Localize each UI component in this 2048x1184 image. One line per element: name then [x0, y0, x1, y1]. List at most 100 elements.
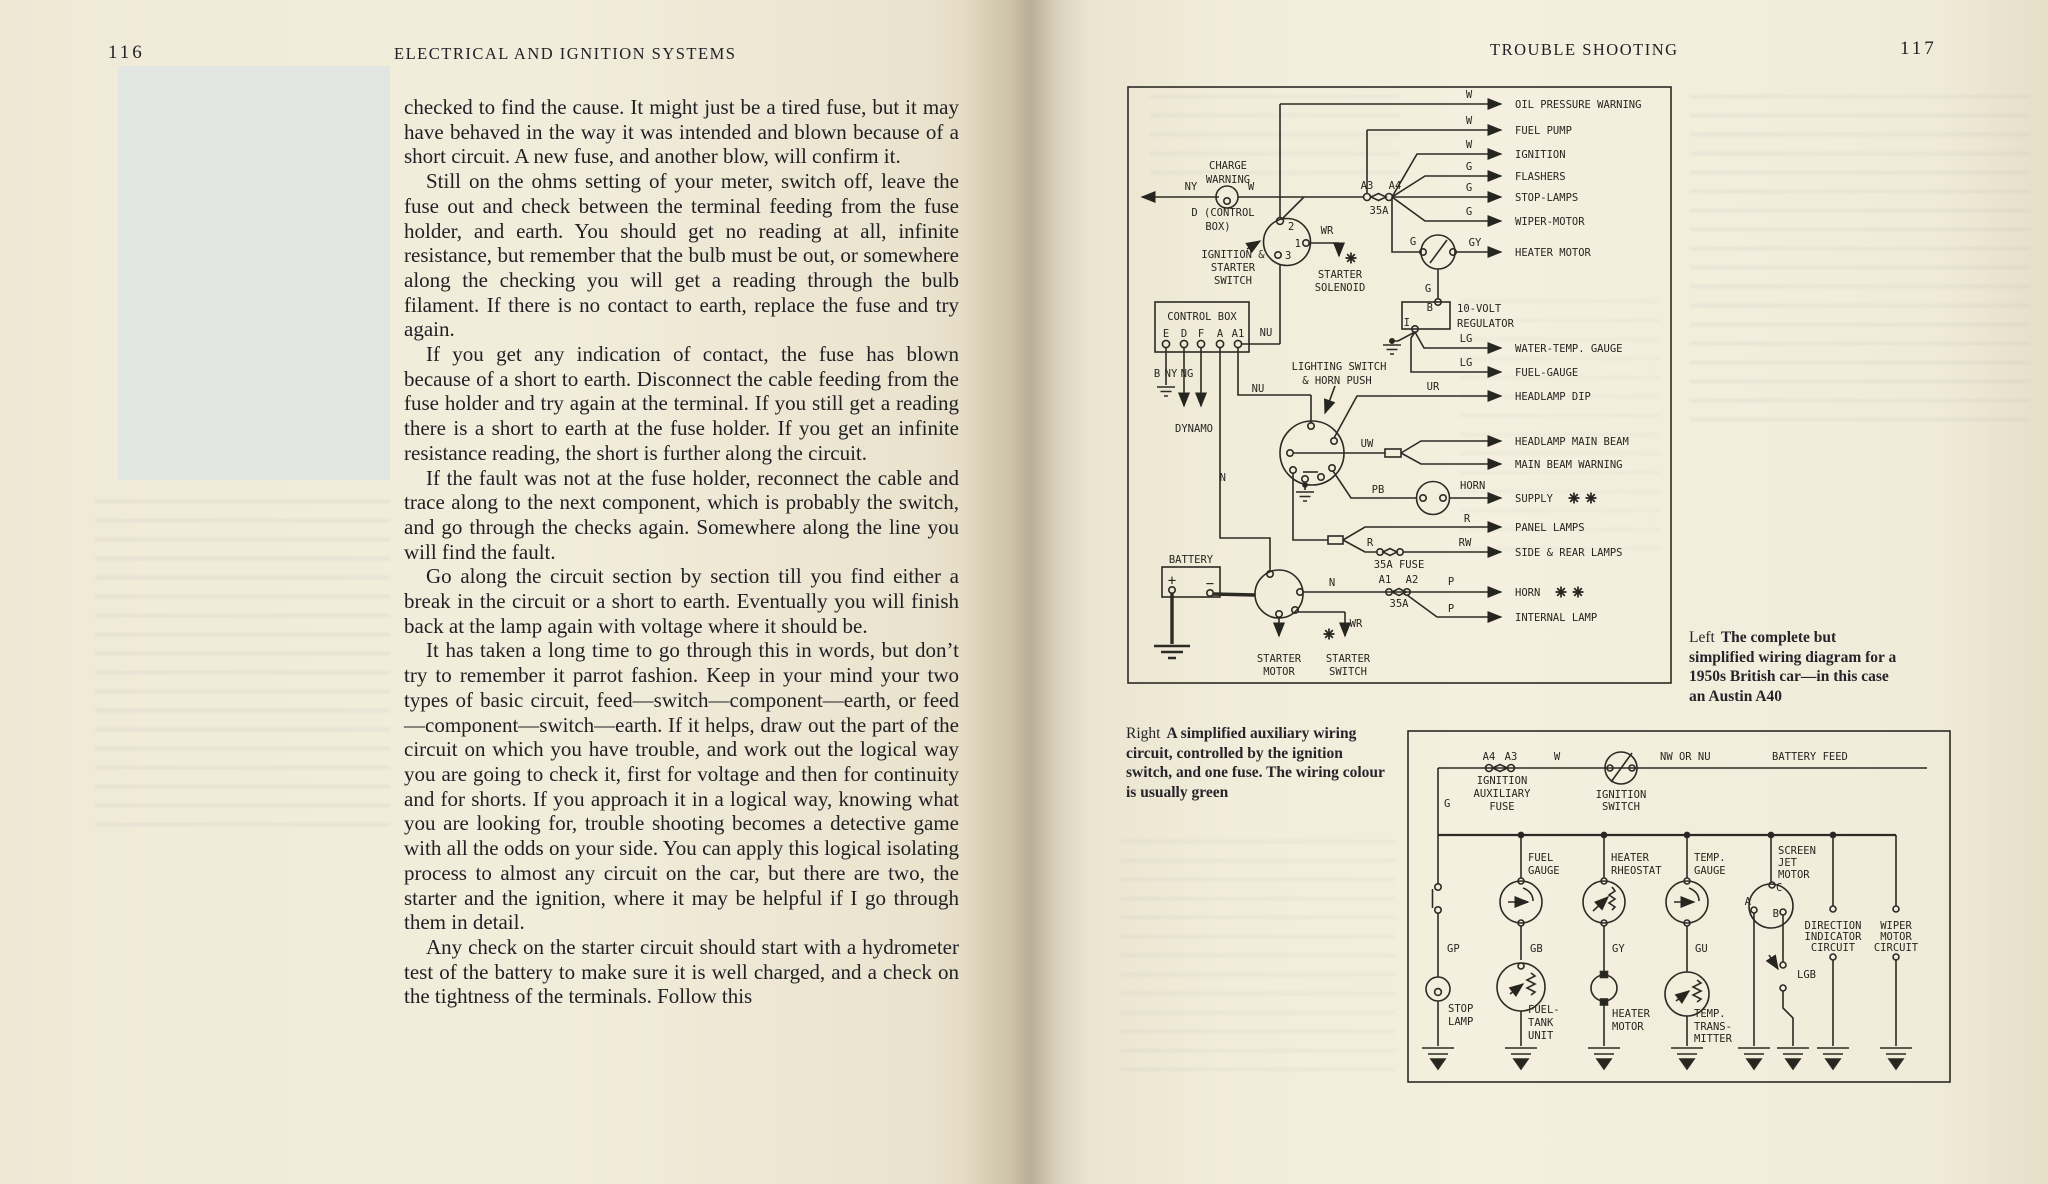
earth-symbol — [1505, 1047, 1537, 1071]
diagram-label: MITTER — [1694, 1033, 1733, 1045]
page-number-left: 116 — [108, 42, 145, 63]
diagram-label: HEADLAMP DIP — [1515, 391, 1591, 403]
diagram-label: A — [1745, 896, 1752, 908]
diagram-label: A2 — [1406, 574, 1419, 586]
diagram-label: TANK — [1528, 1017, 1554, 1029]
earth-symbol — [1422, 1047, 1454, 1071]
diagram-label: FUSE — [1489, 801, 1514, 813]
diagram-label: A3 — [1361, 180, 1374, 192]
diagram-label: FUEL PUMP — [1515, 125, 1572, 137]
diagram-label: W — [1466, 115, 1473, 127]
diagram-label: WR — [1321, 225, 1334, 237]
asterisk-icon — [1345, 252, 1357, 264]
diagram-label: FUEL — [1528, 852, 1553, 864]
diagram-label: FLASHERS — [1515, 171, 1566, 183]
diagram-label: HEADLAMP MAIN BEAM — [1515, 436, 1629, 448]
diagram-label: STARTER — [1318, 269, 1363, 281]
diagram-label: HORN — [1460, 480, 1485, 492]
diagram-label: PB — [1372, 484, 1385, 496]
diagram-label: UNIT — [1528, 1030, 1554, 1042]
diagram-label: STOP-LAMPS — [1515, 192, 1578, 204]
diagram-label: IGNITION — [1477, 775, 1528, 787]
diagram-label: STARTER — [1257, 653, 1302, 665]
diagram-label: DIRECTION — [1805, 920, 1862, 932]
diagram-label: SWITCH — [1329, 666, 1367, 678]
diagram-label: SIDE & REAR LAMPS — [1515, 547, 1622, 559]
diagram-label: CIRCUIT — [1811, 942, 1856, 954]
diagram-label: HORN — [1515, 587, 1540, 599]
paragraph: checked to find the cause. It might just… — [404, 95, 959, 169]
diagram-label: UR — [1427, 381, 1440, 393]
diagram-label: C — [1776, 882, 1782, 894]
diagram-label: LGB — [1797, 969, 1816, 981]
diagram-label: F — [1198, 328, 1204, 340]
diagram-label: SWITCH — [1214, 275, 1252, 287]
diagram-label: CONTROL BOX — [1167, 311, 1237, 323]
diagram-label: NY — [1165, 368, 1178, 380]
diagram-label: G — [1466, 161, 1472, 173]
diagram-label: GY — [1469, 237, 1482, 249]
diagram-label: G — [1466, 206, 1472, 218]
diagram-label: INDICATOR — [1805, 931, 1863, 943]
diagram-label: HEATER MOTOR — [1515, 247, 1592, 259]
diagram-label: W — [1466, 139, 1473, 151]
page-number-right: 117 — [1900, 38, 1937, 59]
diagram-label: − — [1206, 576, 1214, 592]
text-bleed-ghost — [1120, 840, 1395, 1080]
diagram-label: & HORN PUSH — [1302, 375, 1372, 387]
diagram-label: OIL PRESSURE WARNING — [1515, 99, 1641, 111]
caption-prefix: Left — [1689, 629, 1715, 646]
diagram-label: B — [1427, 302, 1433, 314]
diagram-label: D (CONTROL — [1191, 207, 1254, 219]
earth-symbol — [1671, 1047, 1703, 1071]
diagram-label: UW — [1361, 438, 1374, 450]
diagram-label: A1 — [1232, 328, 1245, 340]
diagram-label: A3 — [1505, 751, 1518, 763]
diagram-label: W — [1248, 181, 1255, 193]
diagram-label: 35A — [1390, 598, 1410, 610]
diagram-label: SOLENOID — [1315, 282, 1366, 294]
diagram-label: NW OR NU — [1660, 751, 1711, 763]
diagram-label: B — [1154, 368, 1160, 380]
asterisk-icon — [1585, 492, 1597, 504]
diagram-label: 1 — [1295, 238, 1301, 250]
diagram-label: GAUGE — [1528, 865, 1560, 877]
diagram-label: 35A FUSE — [1374, 559, 1425, 571]
diagram-label: TEMP. — [1694, 852, 1726, 864]
diagram-label: A1 — [1379, 574, 1392, 586]
paragraph: If the fault was not at the fuse holder,… — [404, 465, 959, 564]
diagram-label: NU — [1260, 327, 1273, 339]
body-text-column: checked to find the cause. It might just… — [404, 95, 959, 1009]
text-bleed-ghost — [1690, 95, 2030, 425]
diagram-label: REGULATOR — [1457, 318, 1515, 330]
running-head-left: ELECTRICAL AND IGNITION SYSTEMS — [394, 44, 737, 63]
diagram-label: A4 — [1389, 180, 1402, 192]
photo-bleed-ghost — [118, 66, 390, 480]
asterisk-icon — [1572, 586, 1584, 598]
diagram-label: LG — [1460, 333, 1473, 345]
diagram-label: GU — [1695, 943, 1708, 955]
asterisk-icon — [1555, 586, 1567, 598]
diagram-label: 3 — [1285, 250, 1291, 262]
diagram-label: SUPPLY — [1515, 493, 1554, 505]
diagram-label: + — [1168, 573, 1176, 589]
paragraph: Any check on the starter circuit should … — [404, 934, 959, 1009]
paragraph: It has taken a long time to go through t… — [404, 638, 959, 935]
diagram-label: DYNAMO — [1175, 423, 1213, 435]
diagram-label: IGNITION — [1596, 789, 1647, 801]
diagram-label: IGNITION & — [1201, 249, 1265, 261]
diagram-label: GY — [1612, 943, 1625, 955]
diagram-label: IGNITION — [1515, 149, 1566, 161]
diagram-label: RW — [1459, 537, 1472, 549]
running-head-right: TROUBLE SHOOTING — [1490, 40, 1679, 59]
diagram-label: HEATER — [1611, 852, 1650, 864]
earth-symbol — [1738, 1047, 1770, 1071]
caption-prefix: Right — [1126, 725, 1161, 742]
diagram-label: R — [1464, 513, 1471, 525]
earth-symbol — [1777, 1047, 1809, 1071]
diagram-label: I — [1404, 317, 1410, 329]
